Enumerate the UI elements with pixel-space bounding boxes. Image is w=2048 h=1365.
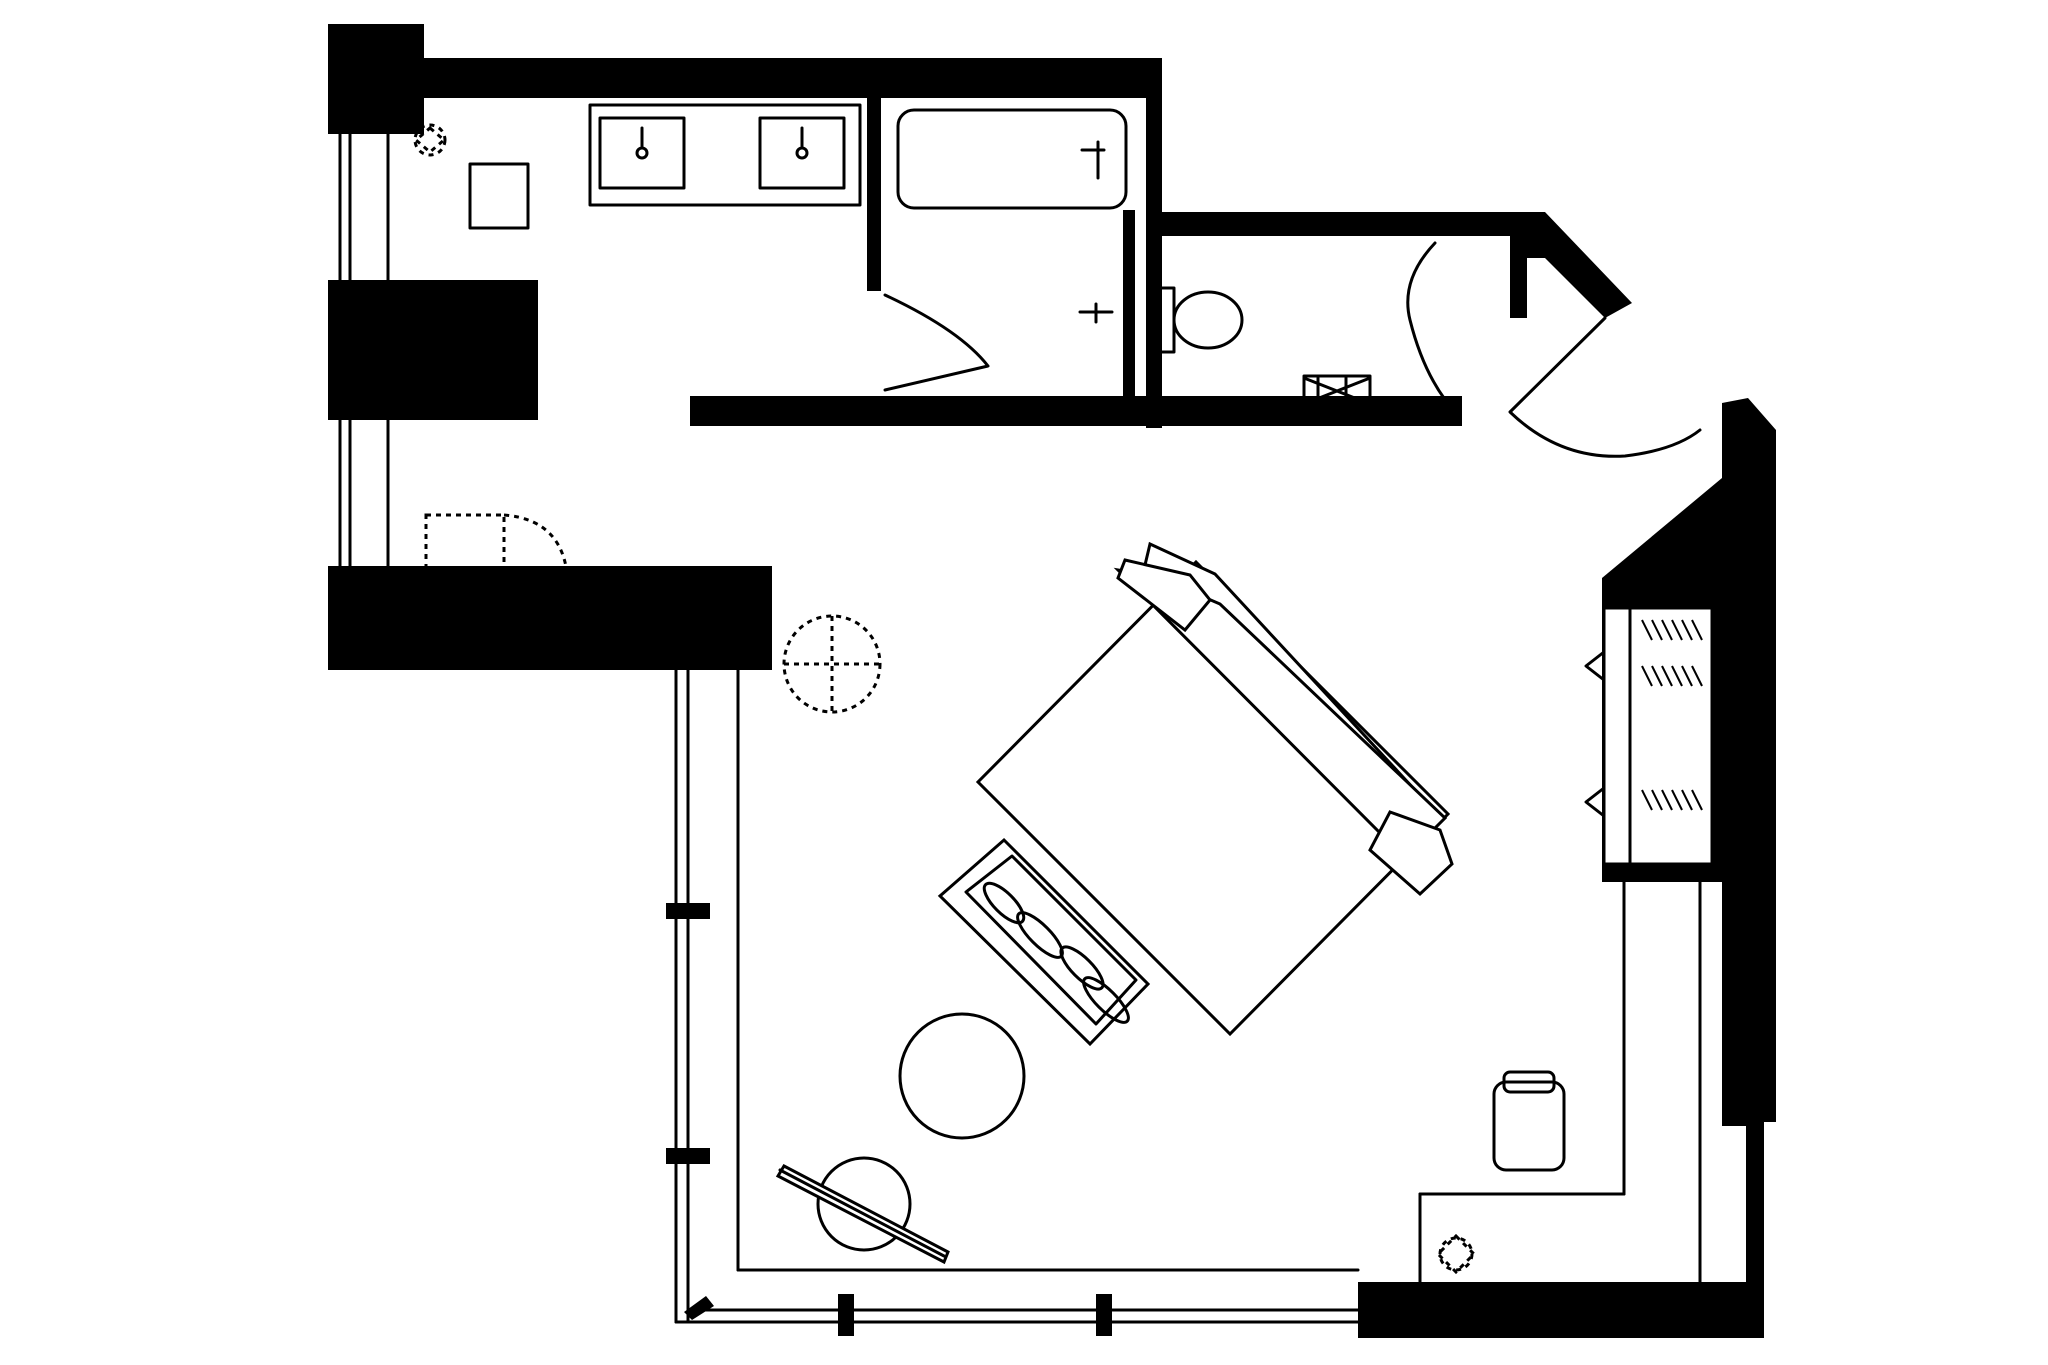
door-swing-icon bbox=[1406, 241, 1459, 416]
bed-icon bbox=[975, 541, 1454, 1037]
wall-bath-right bbox=[1146, 58, 1162, 428]
wall-shower-divider bbox=[867, 98, 881, 291]
bed-pillow-side bbox=[1368, 810, 1454, 897]
door-swing-icon bbox=[883, 293, 990, 392]
left-room-items bbox=[413, 123, 570, 591]
desk-chair-icon bbox=[1492, 1080, 1566, 1172]
bathtub-icon bbox=[896, 108, 1128, 210]
shower-icon bbox=[1302, 374, 1372, 408]
vanity-counter bbox=[588, 103, 862, 207]
door-swing-icon bbox=[1508, 316, 1702, 458]
windows bbox=[338, 132, 1360, 1324]
tv-stand-icon bbox=[775, 1156, 950, 1265]
wall-top bbox=[424, 58, 1162, 98]
wall-bottom-right bbox=[1358, 1282, 1764, 1338]
wall-bath-middle bbox=[1123, 210, 1135, 410]
cabinet-icon bbox=[468, 162, 530, 230]
sink-icon bbox=[598, 116, 686, 190]
wall-pillar-bottom-left bbox=[328, 566, 772, 670]
mullions bbox=[666, 903, 1112, 1336]
bathroom bbox=[588, 103, 1702, 458]
nightstand-icon bbox=[937, 837, 1151, 1047]
closet-icon bbox=[424, 513, 506, 591]
wall-corridor bbox=[690, 396, 1462, 426]
wall-wc-top bbox=[1146, 212, 1632, 318]
wall-pillar-mid-left bbox=[328, 280, 538, 420]
wall-pillar-top-left bbox=[328, 24, 424, 134]
desk-area bbox=[1418, 880, 1702, 1284]
bed-pillow-top bbox=[1116, 558, 1212, 633]
sink-icon bbox=[758, 116, 846, 190]
ceiling-light-icon bbox=[782, 614, 882, 714]
wardrobe-icon bbox=[1584, 606, 1714, 866]
round-table-icon bbox=[898, 1012, 1026, 1140]
wall-entry-right bbox=[1722, 398, 1776, 1338]
bed-mattress bbox=[975, 559, 1451, 1037]
